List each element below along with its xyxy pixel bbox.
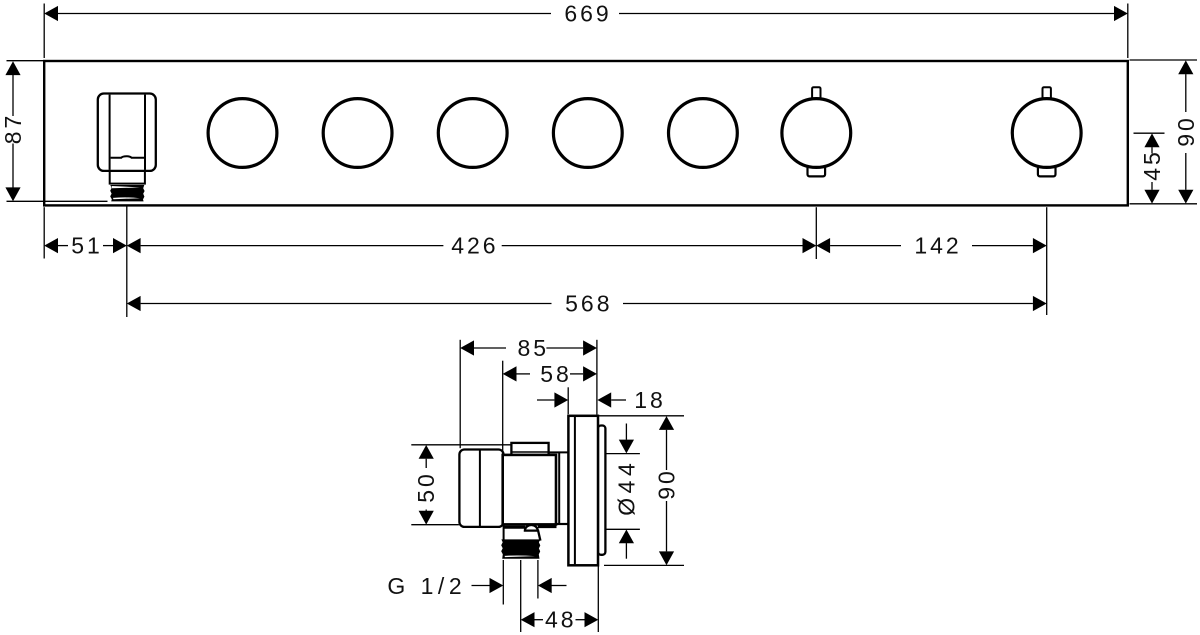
svg-text:45: 45 (1139, 149, 1165, 181)
svg-text:90: 90 (1173, 115, 1199, 147)
svg-text:142: 142 (914, 233, 961, 259)
svg-text:48: 48 (545, 607, 577, 633)
svg-text:87: 87 (0, 113, 26, 145)
svg-text:90: 90 (654, 468, 680, 500)
svg-text:G 1/2: G 1/2 (387, 573, 466, 599)
svg-text:426: 426 (451, 233, 498, 259)
svg-text:18: 18 (634, 387, 666, 413)
svg-text:Ø44: Ø44 (613, 459, 639, 516)
svg-text:85: 85 (518, 335, 550, 361)
svg-text:58: 58 (540, 361, 572, 387)
svg-text:568: 568 (565, 291, 612, 317)
svg-text:51: 51 (71, 233, 103, 259)
svg-text:669: 669 (564, 1, 611, 27)
svg-text:50: 50 (413, 471, 439, 503)
